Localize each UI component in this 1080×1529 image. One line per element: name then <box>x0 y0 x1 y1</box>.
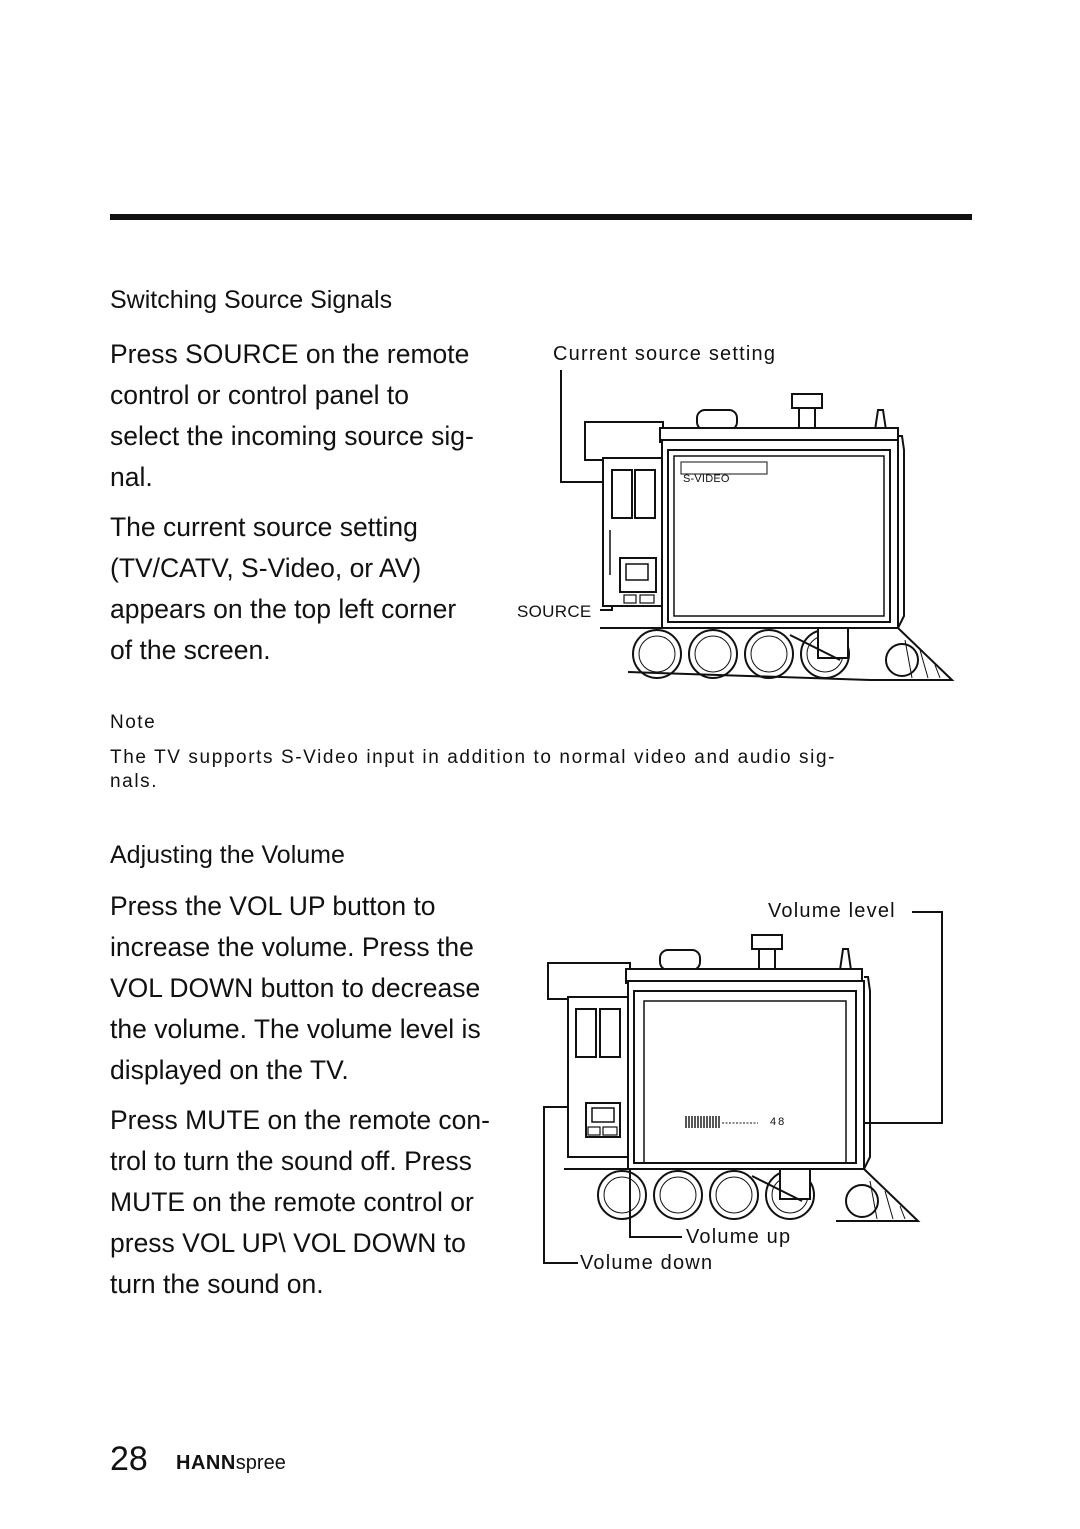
osd-volume-value: 48 <box>770 1116 787 1128</box>
section-heading-switching-source: Switching Source Signals <box>110 286 393 314</box>
tv-train-figure-source <box>560 370 955 681</box>
paragraph-volume-instructions: Press the VOL UP button to increase the … <box>110 891 481 1085</box>
tv-train-figure-volume <box>543 911 943 1264</box>
note-text: The TV supports S-Video input in additio… <box>110 747 837 792</box>
osd-source-label: S-VIDEO <box>683 473 730 485</box>
paragraph-mute-instructions: Press MUTE on the remote con- trol to tu… <box>110 1105 490 1299</box>
page-number: 28 <box>110 1440 148 1478</box>
paragraph-source-display: The current source setting (TV/CATV, S-V… <box>110 512 457 665</box>
paragraph-source-instructions: Press SOURCE on the remote control or co… <box>110 339 474 492</box>
top-rule <box>110 214 972 220</box>
callout-volume-level: Volume level <box>768 900 896 922</box>
note-title: Note <box>110 712 157 733</box>
callout-volume-down: Volume down <box>580 1252 714 1274</box>
section-heading-adjusting-volume: Adjusting the Volume <box>110 841 345 869</box>
callout-current-source-setting: Current source setting <box>553 343 777 365</box>
callout-source-button: SOURCE <box>517 602 592 621</box>
brand-logo: HANNspree <box>176 1452 286 1475</box>
brand-logo-light: spree <box>235 1452 286 1474</box>
callout-volume-up: Volume up <box>686 1226 792 1248</box>
brand-logo-bold: HANN <box>176 1452 236 1474</box>
